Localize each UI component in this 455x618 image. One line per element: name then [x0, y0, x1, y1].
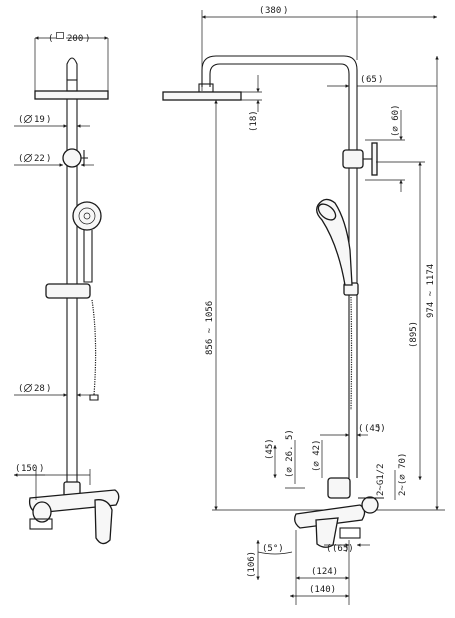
side-holder	[342, 142, 378, 176]
dim-angle-label: (5°)	[262, 544, 284, 554]
svg-text:): )	[344, 544, 349, 554]
svg-text:): )	[39, 464, 44, 474]
dim-arm-projection-label: 380	[265, 6, 281, 16]
dim-height-total-label: 974 ~ 1174	[426, 264, 436, 318]
dim-height-895-label: (895)	[409, 321, 419, 348]
dim-head-thickness: (18)	[241, 75, 262, 132]
side-hand-shower	[316, 198, 353, 411]
svg-text:(: (	[358, 424, 363, 434]
side-rail	[343, 168, 359, 478]
svg-text:(⌀ 60): (⌀ 60)	[391, 104, 401, 137]
svg-text:(: (	[259, 6, 264, 16]
svg-text:): )	[376, 424, 381, 434]
dim-pipe-42: (⌀ 42)	[312, 439, 323, 478]
dim-head-square: ( 200 )	[34, 32, 109, 92]
dim-height-total: 974 ~ 1174	[426, 56, 439, 510]
front-mixer	[28, 481, 120, 545]
svg-text:2~(⌀ 70): 2~(⌀ 70)	[398, 453, 408, 496]
svg-text:(⌀ 42): (⌀ 42)	[312, 439, 322, 472]
dim-knob-diameter-label: 60	[391, 110, 401, 121]
front-hand-shower	[72, 201, 102, 401]
dim-height-895: (895)	[376, 161, 425, 480]
dim-arm-diameter-label: 19	[34, 115, 45, 125]
dim-thread-left-label: 2~G1/2	[376, 463, 386, 496]
dim-holder-diameter: ( 22 )	[14, 153, 94, 167]
dim-right-offset: ( 65 )	[327, 75, 437, 88]
dim-right-offset-label: 65	[366, 75, 377, 85]
dim-offset-45-left: (45)	[265, 438, 277, 478]
dim-offset-45-top: ( (45) )	[320, 424, 386, 437]
dim-thread-right-label: 2~	[398, 485, 408, 496]
side-overhead-arm	[162, 55, 358, 160]
svg-text:(: (	[360, 75, 365, 85]
dim-thread-right: 2~(⌀ 70)	[394, 453, 408, 500]
dim-rail-diameter: ( 28 )	[14, 383, 90, 397]
dim-angle: (5°)	[257, 544, 293, 555]
svg-text:): )	[283, 6, 288, 16]
front-shower-head	[34, 57, 109, 100]
dim-bottom-65-label: (65)	[332, 544, 354, 554]
svg-text:(: (	[15, 464, 20, 474]
dim-offset-45-top-label: (45)	[364, 424, 386, 434]
dim-thread-left: 2~G1/2	[376, 463, 386, 496]
front-rail	[45, 99, 91, 482]
svg-text:(18): (18)	[249, 110, 259, 132]
dim-spout-140: (140)	[290, 540, 350, 605]
svg-text:(: (	[18, 384, 23, 394]
dim-spout-drop: (106)	[247, 540, 260, 580]
dim-spout-124: (124)	[295, 530, 349, 605]
svg-text:): )	[46, 384, 51, 394]
dim-height-shower: 856 ~ 1056	[205, 100, 218, 510]
dim-spout-drop-label: (106)	[247, 551, 257, 578]
dim-knob-diameter: (⌀ 60)	[365, 104, 405, 192]
dim-bottom-65: ( (65) )	[324, 543, 370, 554]
svg-text:): )	[46, 154, 51, 164]
svg-text:(: (	[18, 115, 23, 125]
side-mixer	[294, 477, 384, 548]
svg-text:(: (	[326, 544, 331, 554]
dim-offset-45-left-label: (45)	[265, 438, 275, 460]
svg-text:(: (	[18, 154, 23, 164]
dim-head-square-label: 200	[67, 34, 83, 44]
dim-spout-124-label: (124)	[311, 567, 338, 577]
dim-height-shower-label: 856 ~ 1056	[205, 301, 215, 355]
dim-pipe-42-label: 42	[312, 445, 322, 456]
dim-mixer-width: ( 150 )	[14, 464, 91, 500]
dim-mixer-width-label: 150	[21, 464, 37, 474]
dim-pipe-26-5: (⌀ 26. 5)	[285, 429, 305, 489]
front-view: ( 200 )	[14, 32, 120, 545]
dim-rail-diameter-label: 28	[34, 384, 45, 394]
dim-pipe-26-5-label: 26. 5	[285, 435, 295, 462]
dim-pipe-70-label: 70	[398, 458, 408, 469]
dim-holder-diameter-label: 22	[34, 154, 45, 164]
svg-text:): )	[46, 115, 51, 125]
dim-spout-140-label: (140)	[309, 585, 336, 595]
dim-head-thickness-label: 18	[249, 116, 259, 127]
svg-text:): )	[85, 34, 90, 44]
svg-text:): )	[378, 75, 383, 85]
dim-arm-projection: ( 380 )	[201, 6, 437, 91]
svg-text:(⌀ 26. 5): (⌀ 26. 5)	[285, 429, 295, 478]
dim-arm-diameter: ( 19 )	[14, 114, 90, 128]
side-view: ( 380 ) ( 65 ) (18)	[162, 6, 445, 605]
svg-text:(: (	[48, 34, 53, 44]
